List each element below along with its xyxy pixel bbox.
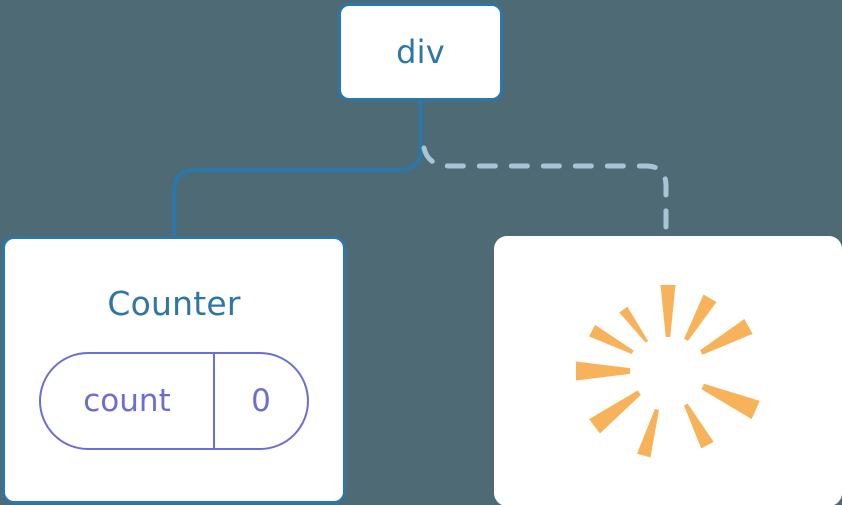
counter-state-value: 0	[251, 382, 271, 419]
burst-ray-10	[684, 294, 717, 341]
counter-node[interactable]: Counter count 0	[2, 236, 346, 504]
burst-ray-2	[619, 306, 649, 343]
burst-ray-6	[637, 408, 659, 458]
burst-ray-3	[589, 324, 634, 354]
burst-ray-1	[660, 285, 676, 337]
burst-ray-9	[700, 318, 753, 355]
loading-node[interactable]	[494, 236, 842, 505]
starburst-loading-icon	[576, 285, 760, 458]
burst-ray-7	[683, 403, 714, 449]
connector-root-to-loading	[421, 145, 669, 241]
counter-state-key: count	[41, 354, 215, 448]
connector-root-to-counter	[172, 99, 423, 240]
burst-ray-8	[701, 383, 760, 420]
burst-ray-5	[589, 390, 641, 434]
counter-state-pill[interactable]: count 0	[39, 352, 309, 450]
div-node[interactable]: div	[338, 3, 503, 101]
counter-node-label: Counter	[107, 284, 241, 323]
burst-ray-4	[576, 361, 630, 381]
div-node-label: div	[396, 33, 445, 71]
